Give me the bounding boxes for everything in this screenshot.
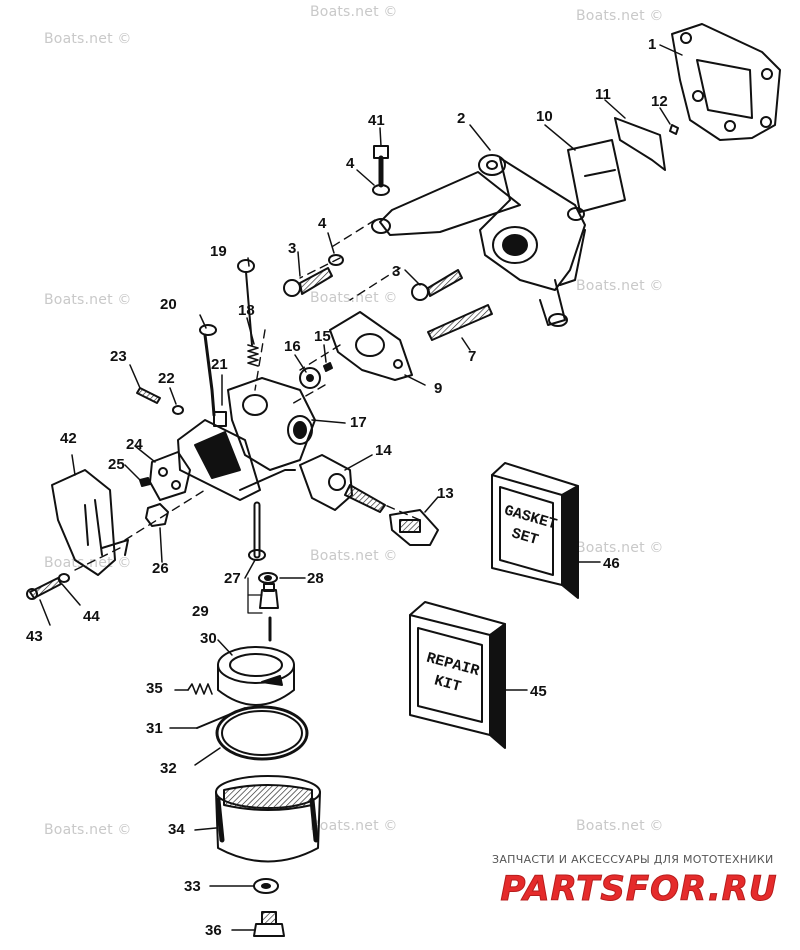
- part-13-fitting: [389, 509, 439, 546]
- callout-44: 44: [83, 608, 100, 625]
- callout-1: 1: [648, 36, 657, 53]
- part-4-washer: [372, 184, 390, 196]
- watermark: Boats.net ©: [576, 8, 664, 24]
- gasket-set-box: [491, 462, 579, 599]
- callout-32: 32: [160, 760, 177, 777]
- watermark: Boats.net ©: [44, 292, 132, 308]
- part-22-washer: [172, 405, 184, 415]
- callout-7: 7: [468, 348, 477, 365]
- part-20-rod: [199, 324, 217, 417]
- callout-24: 24: [126, 436, 143, 453]
- watermark: Boats.net ©: [576, 540, 664, 556]
- callout-35: 35: [146, 680, 163, 697]
- callout-2: 2: [457, 110, 466, 127]
- callout-22: 22: [158, 370, 175, 387]
- part-11-bracket: [614, 117, 666, 171]
- callout-13: 13: [437, 485, 454, 502]
- part-42-cover: [51, 469, 129, 576]
- callout-34: 34: [168, 821, 185, 838]
- watermark: Boats.net ©: [44, 822, 132, 838]
- callout-14: 14: [375, 442, 392, 459]
- callout-36: 36: [205, 922, 222, 939]
- part-17-carburetor-body: [177, 377, 316, 501]
- watermark: Boats.net ©: [310, 548, 398, 564]
- part-14-mixture-valve: [299, 454, 386, 513]
- part-18-spring: [247, 344, 259, 367]
- part-12-screw: [669, 124, 679, 135]
- callout-21: 21: [211, 356, 228, 373]
- part-9-gasket: [329, 311, 413, 381]
- part-36-plug: [253, 911, 285, 937]
- callout-16: 16: [284, 338, 301, 355]
- brand-logo-text: PARTSFOR.RU: [500, 869, 777, 908]
- callout-23: 23: [110, 348, 127, 365]
- part-2-manifold: [371, 154, 586, 327]
- callout-4: 4: [346, 155, 355, 172]
- part-3-screw: [283, 267, 333, 297]
- callout-19: 19: [210, 243, 227, 260]
- part-34-float-bowl: [215, 775, 321, 863]
- watermark: Boats.net ©: [576, 818, 664, 834]
- part-1-gasket: [671, 23, 781, 141]
- part-43-screw: [29, 577, 62, 599]
- part-32-oring: [215, 705, 309, 761]
- callout-11: 11: [595, 86, 611, 103]
- callout-25: 25: [108, 456, 125, 473]
- watermark: Boats.net ©: [310, 290, 398, 306]
- watermark: Boats.net ©: [44, 31, 132, 47]
- part-29-needle-valve: [247, 577, 279, 642]
- part-16-valve: [299, 367, 321, 389]
- callout-12: 12: [651, 93, 668, 110]
- callout-31: 31: [146, 720, 163, 737]
- brand-logo: PARTSFOR.RU: [500, 869, 777, 909]
- callout-4: 4: [318, 215, 327, 232]
- part-30-float: [217, 646, 295, 706]
- brand-caption: ЗАПЧАСТИ И АКСЕССУАРЫ ДЛЯ МОТОТЕХНИКИ: [492, 853, 774, 866]
- callout-15: 15: [314, 328, 331, 345]
- callout-17: 17: [350, 414, 367, 431]
- watermark: Boats.net ©: [310, 4, 398, 20]
- part-23-screw: [136, 387, 161, 404]
- callout-46: 46: [603, 555, 620, 572]
- part-24-plate: [149, 451, 191, 501]
- callout-10: 10: [536, 108, 553, 125]
- callout-29: 29: [192, 603, 209, 620]
- callout-30: 30: [200, 630, 217, 647]
- part-44-washer: [58, 573, 70, 583]
- callout-33: 33: [184, 878, 201, 895]
- callout-27: 27: [224, 570, 241, 587]
- part-27-stem: [248, 501, 266, 561]
- callout-26: 26: [152, 560, 169, 577]
- repair-kit-box: [409, 601, 506, 749]
- part-4-washer: [328, 254, 344, 266]
- callout-43: 43: [26, 628, 43, 645]
- part-35-spring: [187, 683, 213, 695]
- callout-45: 45: [530, 683, 547, 700]
- callout-20: 20: [160, 296, 177, 313]
- callout-3: 3: [288, 240, 297, 257]
- part-26-nut: [145, 503, 169, 527]
- callout-42: 42: [60, 430, 77, 447]
- watermark: Boats.net ©: [44, 555, 132, 571]
- watermark: Boats.net ©: [576, 278, 664, 294]
- callout-41: 41: [368, 112, 385, 129]
- part-15-screw: [323, 362, 333, 372]
- callout-18: 18: [238, 302, 255, 319]
- part-25-screw: [139, 477, 151, 487]
- watermark: Boats.net ©: [310, 818, 398, 834]
- callout-3: 3: [392, 263, 401, 280]
- callout-28: 28: [307, 570, 324, 587]
- part-41-bolt: [373, 145, 389, 188]
- part-10-plate: [567, 139, 626, 213]
- callout-9: 9: [434, 380, 443, 397]
- part-7-stud: [427, 304, 493, 341]
